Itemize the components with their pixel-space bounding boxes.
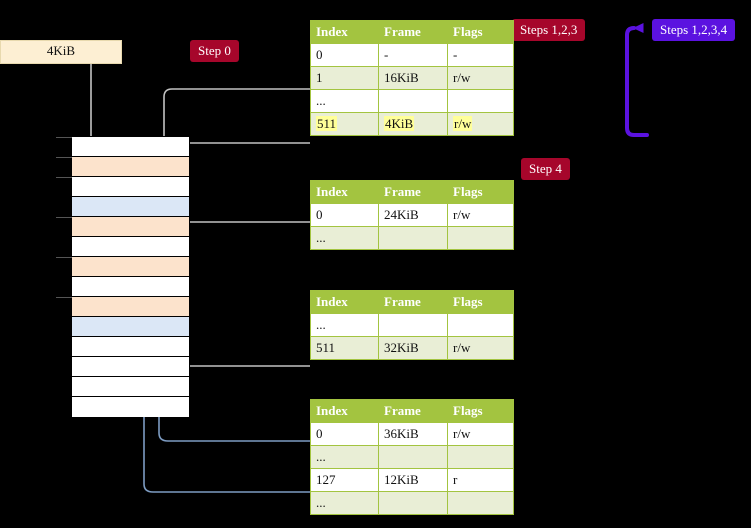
- table-cell: [447, 89, 514, 113]
- table-cell: ...: [310, 226, 379, 250]
- table-cell: r: [447, 468, 514, 492]
- badge-steps-123: Steps 1,2,3: [512, 19, 586, 41]
- table-cell: 24KiB: [378, 203, 448, 227]
- table-cell: r/w: [447, 336, 514, 360]
- table-cell: ...: [310, 313, 379, 337]
- table-cell: 36KiB: [378, 422, 448, 446]
- memory-frame-row: [56, 177, 189, 197]
- table-cell: 12KiB: [378, 468, 448, 492]
- column-header-frame: Frame: [378, 399, 448, 423]
- table-row[interactable]: 0--: [310, 43, 514, 67]
- memory-frame-row: [56, 137, 189, 157]
- column-header-flags: Flags: [447, 20, 514, 44]
- table-cell: 127: [310, 468, 379, 492]
- table-cell: ...: [310, 445, 379, 469]
- table-cell: r/w: [447, 112, 514, 136]
- column-header-frame: Frame: [378, 20, 448, 44]
- column-header-index: Index: [310, 399, 379, 423]
- table-cell: [447, 226, 514, 250]
- table-row[interactable]: 511 4KiB r/w: [310, 112, 514, 136]
- table-cell: -: [447, 43, 514, 67]
- table-row[interactable]: ...: [310, 226, 514, 250]
- memory-tick-mark: [56, 137, 72, 138]
- memory-frame-row: [72, 397, 189, 417]
- table-row[interactable]: ...: [310, 491, 514, 515]
- memory-frame-row: [72, 317, 189, 337]
- badge-steps-1234: Steps 1,2,3,4: [652, 19, 736, 41]
- table-cell: [378, 445, 448, 469]
- column-header-frame: Frame: [378, 290, 448, 314]
- memory-frame-row: [56, 157, 189, 177]
- table-cell: 4KiB: [378, 112, 448, 136]
- memory-frame-row: [56, 257, 189, 277]
- memory-frame-row: [56, 217, 189, 237]
- memory-frame-row: [72, 357, 189, 377]
- memory-tick-mark: [56, 297, 72, 298]
- memory-size-text: 4KiB: [46, 43, 76, 58]
- column-header-flags: Flags: [447, 180, 514, 204]
- memory-tick-mark: [56, 257, 72, 258]
- table-cell: ...: [310, 491, 379, 515]
- memory-tick-mark: [56, 157, 72, 158]
- table-cell: 511: [310, 112, 379, 136]
- table-cell: 0: [310, 43, 379, 67]
- table-cell: 0: [310, 422, 379, 446]
- table-cell: 511: [310, 336, 379, 360]
- table-cell: -: [378, 43, 448, 67]
- table-cell: [447, 445, 514, 469]
- wire-steps-1234-loop: [625, 22, 649, 137]
- memory-frame-row: [72, 277, 189, 297]
- table-cell: 0: [310, 203, 379, 227]
- memory-tick-mark: [56, 217, 72, 218]
- column-header-index: Index: [310, 180, 379, 204]
- memory-frame-row: [72, 337, 189, 357]
- wire-l1-row0-to-memory: [176, 221, 310, 262]
- memory-size-label: 4KiB: [0, 40, 122, 64]
- memory-tick-mark: [56, 177, 72, 178]
- table-cell: r/w: [447, 422, 514, 446]
- table-cell: 16KiB: [378, 66, 448, 90]
- table-row[interactable]: ...: [310, 313, 514, 337]
- table-cell: r/w: [447, 66, 514, 90]
- column-header-flags: Flags: [447, 399, 514, 423]
- table-cell: [378, 491, 448, 515]
- table-cell: ...: [310, 89, 379, 113]
- wire-steps-1234-arrowhead: [625, 18, 640, 28]
- column-header-index: Index: [310, 290, 379, 314]
- memory-frame-row: [72, 237, 189, 257]
- highlighted-value: 511: [316, 116, 338, 131]
- column-header-frame: Frame: [378, 180, 448, 204]
- table-cell: [378, 89, 448, 113]
- table-cell: r/w: [447, 203, 514, 227]
- table-cell: 1: [310, 66, 379, 90]
- physical-memory-column: [56, 136, 190, 417]
- column-header-index: Index: [310, 20, 379, 44]
- table-row[interactable]: ...: [310, 445, 514, 469]
- wire-l0-row511-to-memory: [176, 142, 310, 162]
- highlighted-value: 4KiB: [384, 116, 415, 131]
- badge-step-4: Step 4: [521, 158, 570, 180]
- table-cell: [378, 313, 448, 337]
- table-cell: [447, 313, 514, 337]
- highlighted-value: r/w: [453, 116, 473, 131]
- table-row[interactable]: ...: [310, 89, 514, 113]
- memory-frame-row: [72, 377, 189, 397]
- wire-l2-row511-to-memory: [176, 312, 310, 367]
- badge-step-0: Step 0: [190, 40, 239, 62]
- table-cell: [378, 226, 448, 250]
- table-cell: 32KiB: [378, 336, 448, 360]
- column-header-flags: Flags: [447, 290, 514, 314]
- table-cell: [447, 491, 514, 515]
- memory-frame-row: [56, 297, 189, 317]
- memory-frame-row: [72, 197, 189, 217]
